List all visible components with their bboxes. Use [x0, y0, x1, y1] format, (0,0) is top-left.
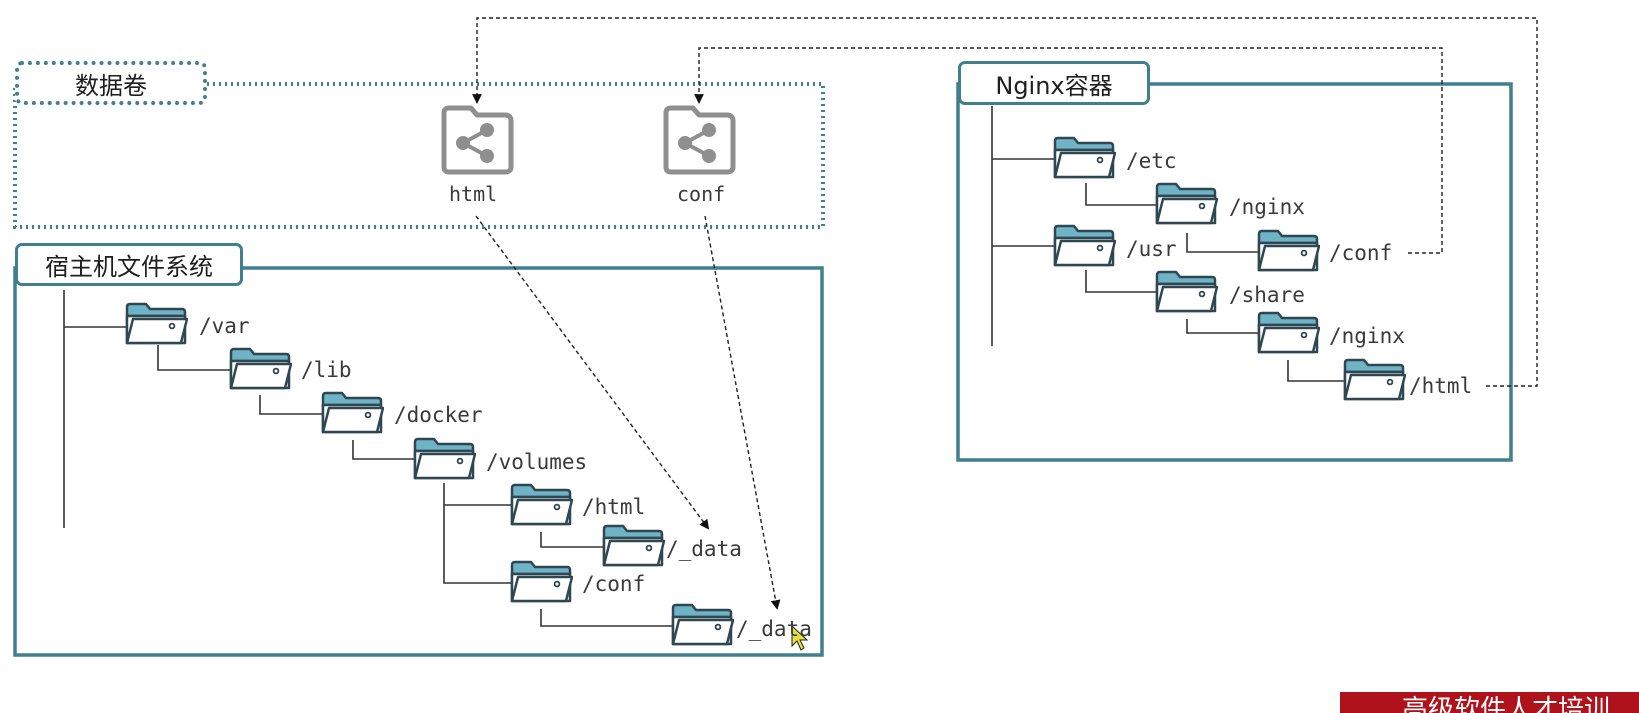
nginx-title: Nginx容器: [958, 61, 1150, 105]
folder-icon: [125, 302, 188, 345]
folder-icon: [602, 524, 665, 567]
host-fs-title: 宿主机文件系统: [15, 243, 243, 286]
mouse-cursor-icon: [791, 624, 809, 651]
nginx-folder-conf: /conf: [1329, 241, 1393, 265]
nginx-folder-etc-nginx: /nginx: [1229, 195, 1305, 219]
volume-label-conf: conf: [677, 182, 726, 206]
folder-icon: [1053, 224, 1116, 267]
nginx-folder-share: /share: [1229, 283, 1305, 307]
nginx-folder-etc: /etc: [1126, 149, 1177, 173]
nginx-folder-usr: /usr: [1126, 237, 1177, 261]
host-tree-lines: [63, 290, 672, 627]
volumes-title: 数据卷: [15, 61, 207, 105]
folder-icon: [1343, 358, 1406, 401]
mount-connectors: [472, 17, 1538, 610]
folder-icon: [1155, 270, 1218, 313]
folder-icon: [1155, 182, 1218, 225]
host-folder-conf: /conf: [582, 572, 646, 596]
nginx-tree-lines: [991, 106, 1344, 382]
folder-icon: [229, 347, 292, 390]
folder-icon: [510, 483, 573, 526]
folder-icon: [413, 437, 476, 480]
host-folder-html: /html: [582, 495, 646, 519]
host-fs-frame: [13, 266, 824, 657]
nginx-frame: [956, 82, 1513, 462]
share-folder-icon: [666, 108, 733, 172]
host-folder-var: /var: [199, 314, 250, 338]
host-folder-conf-data: /_data: [736, 617, 812, 641]
host-folder-volumes: /volumes: [486, 450, 588, 474]
volume-label-html: html: [449, 182, 498, 206]
folder-icon: [510, 560, 573, 603]
nginx-folder-share-nginx: /nginx: [1329, 324, 1405, 348]
host-folder-html-data: /_data: [666, 537, 742, 561]
folder-icon: [1053, 136, 1116, 179]
volumes-frame: [13, 82, 825, 229]
training-banner: 高级软件人才培训: [1340, 692, 1639, 713]
folder-icon: [671, 603, 734, 646]
host-folder-docker: /docker: [394, 403, 483, 427]
nginx-folder-html: /html: [1409, 374, 1473, 398]
folder-icon: [1257, 311, 1320, 354]
share-folder-icon: [444, 108, 511, 172]
folder-icon: [321, 391, 384, 434]
folder-icon: [1257, 229, 1320, 272]
host-folder-lib: /lib: [301, 358, 352, 382]
